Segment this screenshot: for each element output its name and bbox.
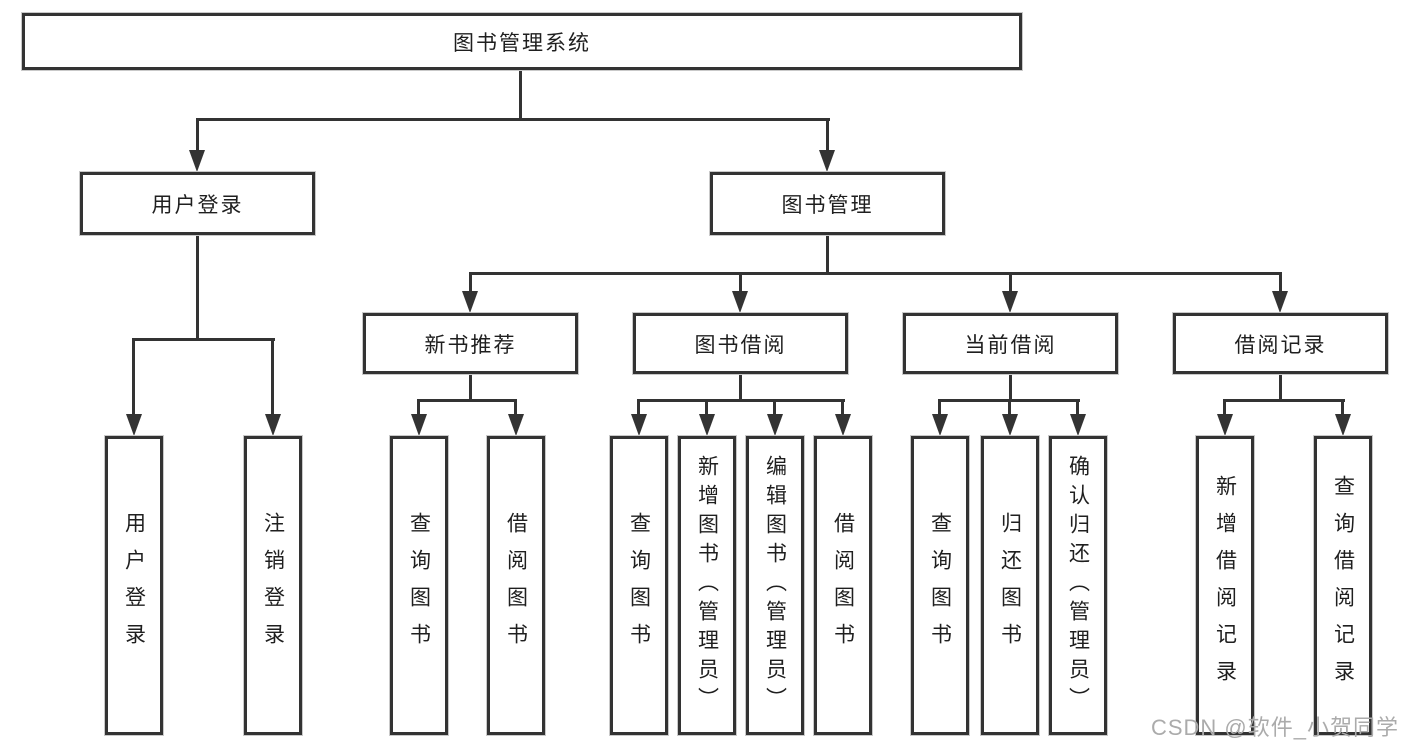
node-label: 图书借阅 xyxy=(694,333,787,357)
node-label: 图书管理系统 xyxy=(453,31,591,55)
arrow-down-icon xyxy=(1217,414,1233,436)
arrow-down-icon xyxy=(1335,414,1351,436)
node-new-book-recommend: 新书推荐 xyxy=(363,313,578,374)
connector-line xyxy=(705,399,708,416)
node-book-borrowing: 图书借阅 xyxy=(633,313,848,374)
leaf-borrow-books-recommend: 借阅图书 xyxy=(487,436,545,735)
node-label: 当前借阅 xyxy=(964,333,1057,357)
arrow-down-icon xyxy=(819,150,835,172)
node-label: 归还图书 xyxy=(998,511,1022,660)
leaf-add-borrow-record: 新增借阅记录 xyxy=(1196,436,1254,735)
connector-line xyxy=(637,399,845,402)
node-label: 借阅图书 xyxy=(504,511,528,660)
node-library-system: 图书管理系统 xyxy=(22,13,1022,70)
node-current-borrowing: 当前借阅 xyxy=(903,313,1118,374)
arrow-down-icon xyxy=(699,414,715,436)
node-label: 用户登录 xyxy=(151,193,244,217)
connector-line xyxy=(196,118,199,158)
connector-line xyxy=(196,235,199,338)
connector-line xyxy=(514,399,517,416)
node-label: 借阅记录 xyxy=(1234,333,1327,357)
node-label: 新增图书（管理员） xyxy=(695,455,719,716)
connector-line xyxy=(1223,399,1345,402)
arrow-down-icon xyxy=(1002,291,1018,313)
arrow-down-icon xyxy=(631,414,647,436)
connector-line xyxy=(841,399,844,416)
leaf-query-books-current: 查询图书 xyxy=(911,436,969,735)
connector-line xyxy=(417,399,420,416)
arrow-down-icon xyxy=(126,414,142,436)
connector-line xyxy=(637,399,640,416)
connector-line xyxy=(196,118,830,121)
connector-line xyxy=(739,374,742,399)
connector-line xyxy=(1279,272,1282,296)
leaf-add-books-admin: 新增图书（管理员） xyxy=(678,436,736,735)
arrow-down-icon xyxy=(462,291,478,313)
arrow-down-icon xyxy=(189,150,205,172)
connector-line xyxy=(1076,399,1079,416)
node-label: 新增借阅记录 xyxy=(1213,474,1237,697)
connector-line xyxy=(469,374,472,399)
node-label: 新书推荐 xyxy=(424,333,517,357)
arrow-down-icon xyxy=(732,291,748,313)
connector-line xyxy=(519,70,522,121)
leaf-query-books-recommend: 查询图书 xyxy=(390,436,448,735)
leaf-edit-books-admin: 编辑图书（管理员） xyxy=(746,436,804,735)
node-label: 查询借阅记录 xyxy=(1331,474,1355,697)
leaf-query-borrow-record: 查询借阅记录 xyxy=(1314,436,1372,735)
arrow-down-icon xyxy=(265,414,281,436)
leaf-query-books-borrowing: 查询图书 xyxy=(610,436,668,735)
csdn-watermark: CSDN @软件_小贺同学 xyxy=(1150,715,1399,740)
connector-line xyxy=(938,399,941,416)
node-user-login-module: 用户登录 xyxy=(80,172,315,235)
node-label: 查询图书 xyxy=(627,511,651,660)
arrow-down-icon xyxy=(1272,291,1288,313)
connector-line xyxy=(826,118,829,158)
leaf-return-books: 归还图书 xyxy=(981,436,1039,735)
connector-line xyxy=(417,399,517,402)
connector-line xyxy=(271,338,274,418)
connector-line xyxy=(773,399,776,416)
node-label: 查询图书 xyxy=(928,511,952,660)
arrow-down-icon xyxy=(932,414,948,436)
arrow-down-icon xyxy=(1070,414,1086,436)
connector-line xyxy=(469,272,1282,275)
arrow-down-icon xyxy=(1002,414,1018,436)
node-label: 图书管理 xyxy=(781,193,874,217)
node-borrow-records: 借阅记录 xyxy=(1173,313,1388,374)
connector-line xyxy=(1009,374,1012,399)
arrow-down-icon xyxy=(835,414,851,436)
connector-line xyxy=(739,272,742,296)
node-label: 编辑图书（管理员） xyxy=(763,455,787,716)
connector-line xyxy=(132,338,275,341)
node-label: 借阅图书 xyxy=(831,511,855,660)
node-label: 注销登录 xyxy=(261,511,285,660)
connector-line xyxy=(1223,399,1226,416)
connector-line xyxy=(1008,399,1011,416)
connector-line xyxy=(132,338,135,418)
leaf-user-login: 用户登录 xyxy=(105,436,163,735)
arrow-down-icon xyxy=(411,414,427,436)
arrow-down-icon xyxy=(508,414,524,436)
node-book-management: 图书管理 xyxy=(710,172,945,235)
leaf-logout: 注销登录 xyxy=(244,436,302,735)
connector-line xyxy=(1279,374,1282,399)
connector-line xyxy=(1009,272,1012,296)
connector-line xyxy=(826,235,829,272)
node-label: 确认归还（管理员） xyxy=(1066,455,1090,716)
leaf-borrow-books: 借阅图书 xyxy=(814,436,872,735)
node-label: 查询图书 xyxy=(407,511,431,660)
connector-line xyxy=(469,272,472,296)
leaf-confirm-return-admin: 确认归还（管理员） xyxy=(1049,436,1107,735)
connector-line xyxy=(1341,399,1344,416)
arrow-down-icon xyxy=(767,414,783,436)
node-label: 用户登录 xyxy=(122,511,146,660)
